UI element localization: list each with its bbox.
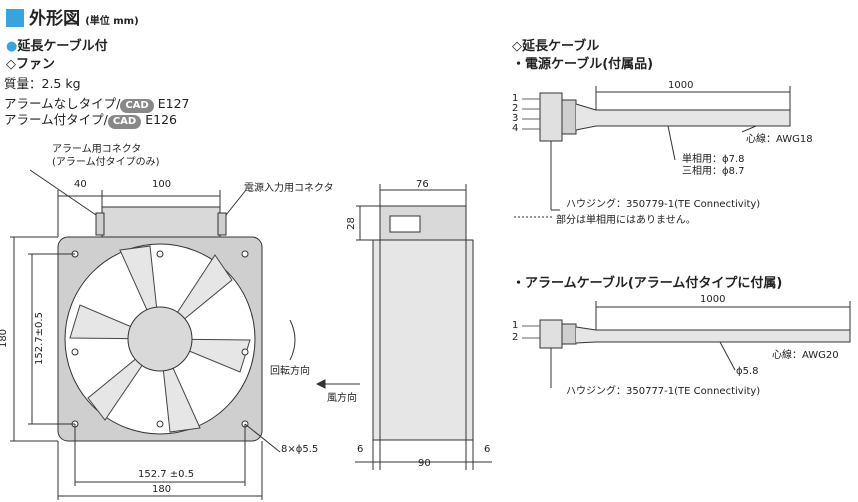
dim-152-vertical: 152.7±0.5: [33, 312, 45, 365]
dim-90: 90: [418, 458, 431, 469]
title-marker: [6, 9, 24, 27]
power-connector-label: 電源入力用コネクタ: [244, 183, 334, 194]
variant-label: ●延長ケーブル付: [6, 39, 108, 54]
alarm-housing: ハウジング：350777-1(TE Connectivity): [566, 386, 761, 397]
alarm-core: 心線：AWG20: [772, 350, 839, 361]
ext-cable-heading: ◇延長ケーブル: [512, 39, 600, 54]
power-housing: ハウジング：350779-1(TE Connectivity): [566, 199, 761, 210]
dim-6-left: 6: [357, 444, 364, 455]
dim-180-horizontal: 180: [152, 484, 172, 495]
rotation-label: 回転方向: [270, 366, 310, 377]
alarm-pin-1: 1: [512, 320, 519, 331]
single-phase-diameter: 単相用：ϕ7.8: [682, 154, 745, 165]
power-core: 心線：AWG18: [746, 134, 813, 145]
dim-6-right: 6: [484, 444, 491, 455]
holes-label: 8×ϕ5.5: [281, 444, 319, 455]
power-pin-1: 1: [512, 93, 519, 104]
model-no-alarm: アラームなしタイプ/CAD E127: [4, 96, 190, 113]
dim-180-vertical: 180: [0, 328, 10, 349]
dim-28: 28: [345, 217, 357, 230]
cad-icon[interactable]: CAD: [107, 115, 142, 129]
fan-heading: ◇ファン: [6, 57, 55, 72]
alarm-pin-2: 2: [512, 332, 519, 343]
dim-100: 100: [152, 179, 172, 190]
fan-mass: 質量：2.5 kg: [4, 76, 81, 91]
alarm-diameter: ϕ5.8: [736, 366, 759, 377]
alarm-connector-label: アラーム用コネクタ (アラーム付タイプのみ): [52, 144, 160, 168]
alarm-cable-title: ・アラームケーブル(アラーム付タイプに付属): [512, 276, 783, 291]
power-pin-2: 2: [512, 103, 519, 114]
cad-icon[interactable]: CAD: [120, 99, 154, 113]
power-note: 部分は単相用にはありません。: [556, 215, 696, 226]
dim-76: 76: [416, 179, 429, 190]
power-pin-4: 4: [512, 123, 519, 134]
header: 外形図 (単位 mm): [6, 4, 139, 29]
power-cable-length: 1000: [668, 80, 694, 91]
variant-dot-icon: ●: [6, 39, 18, 54]
model-alarm: アラーム付タイプ/CAD E126: [4, 112, 177, 129]
three-phase-diameter: 三相用：ϕ8.7: [682, 166, 745, 177]
power-pin-3: 3: [512, 113, 519, 124]
alarm-cable-length: 1000: [700, 294, 726, 305]
unit-label: (単位 mm): [85, 16, 139, 27]
dim-40: 40: [74, 179, 87, 190]
airflow-label: 風方向: [327, 393, 357, 404]
power-cable-title: ・電源ケーブル(付属品): [512, 57, 654, 72]
page-title: 外形図: [29, 9, 81, 29]
dim-152-horizontal: 152.7 ±0.5: [138, 469, 195, 480]
